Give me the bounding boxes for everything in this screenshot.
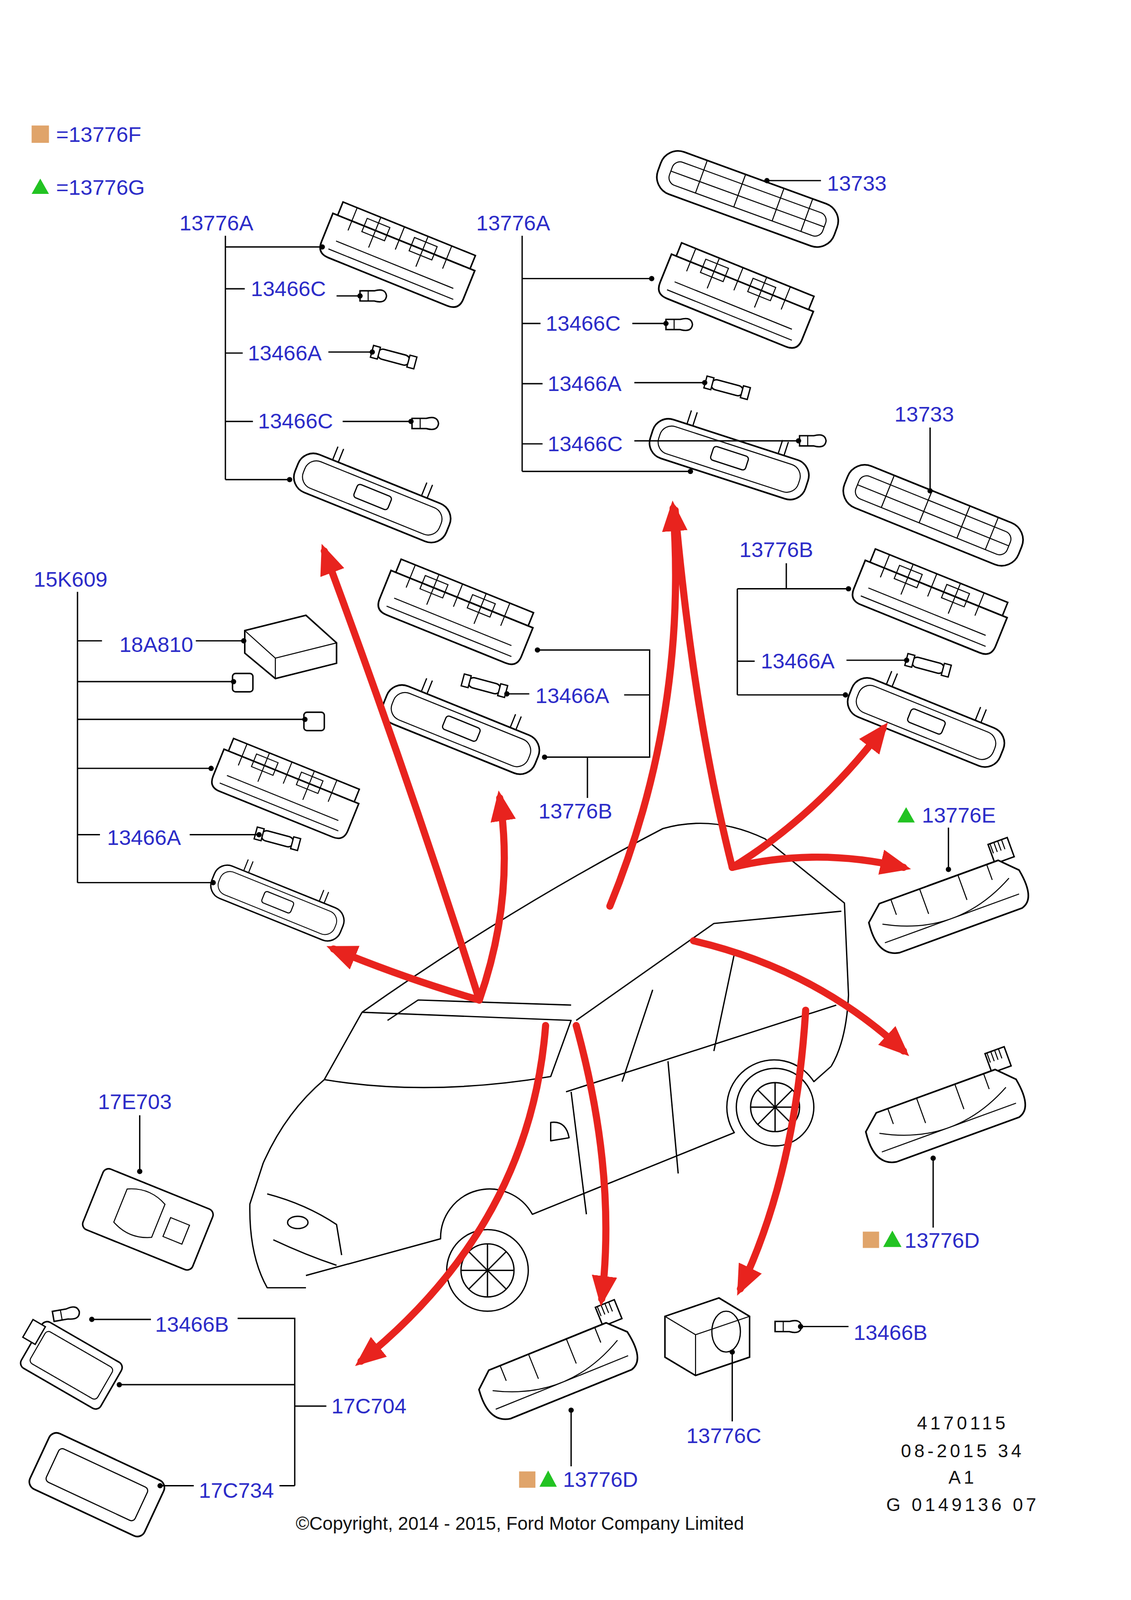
copyright-note: ©Copyright, 2014 - 2015, Ford Motor Comp… xyxy=(295,1512,745,1535)
part-number: 13466B xyxy=(155,1311,229,1337)
part-number: 13466A xyxy=(247,340,322,366)
part-number: 13466A xyxy=(760,648,835,674)
legend-text: =13776F xyxy=(56,121,142,148)
leader-lines xyxy=(77,180,949,1486)
part-number: 13733 xyxy=(894,401,955,427)
part-number: 13466A xyxy=(107,824,182,851)
legend-text: =13776G xyxy=(56,174,146,201)
location-arrows xyxy=(324,508,904,1361)
drawing-code: A1 xyxy=(948,1467,978,1489)
part-number: 18A810 xyxy=(119,631,194,658)
part-number: 15K609 xyxy=(33,566,108,592)
part-number: 13776A xyxy=(179,210,254,237)
part-number: 13466B xyxy=(853,1319,928,1345)
part-number: 13776B xyxy=(739,536,814,563)
drawing-code: G 0149136 07 xyxy=(886,1494,1040,1517)
legend-swatch xyxy=(31,125,49,143)
part-number: 13466C xyxy=(547,430,623,457)
part-number: 17C734 xyxy=(198,1477,275,1503)
part-number: 13776D xyxy=(562,1466,639,1492)
variant-markers xyxy=(31,178,915,1488)
leader-dots xyxy=(88,177,951,1488)
vehicle-outline xyxy=(249,823,849,1311)
component-drawings xyxy=(9,145,1034,1539)
part-number: 13776D xyxy=(904,1227,981,1254)
part-number: 17E703 xyxy=(98,1088,172,1115)
part-number: 17C704 xyxy=(331,1392,407,1419)
part-number: 13466C xyxy=(545,310,621,337)
part-number: 13776C xyxy=(686,1422,762,1448)
part-number: 13466C xyxy=(258,408,334,435)
part-number: 13776A xyxy=(476,210,550,237)
part-number: 13776B xyxy=(538,798,613,824)
drawing-code: 08-2015 34 xyxy=(901,1440,1025,1463)
drawing-code: 4170115 xyxy=(917,1412,1009,1435)
part-number: 13733 xyxy=(827,170,888,197)
part-number: 13466A xyxy=(547,370,622,397)
part-number: 13776E xyxy=(922,802,997,828)
legend-triangle xyxy=(31,178,49,194)
part-number: 13466C xyxy=(250,275,327,302)
part-number: 13466A xyxy=(535,682,610,709)
